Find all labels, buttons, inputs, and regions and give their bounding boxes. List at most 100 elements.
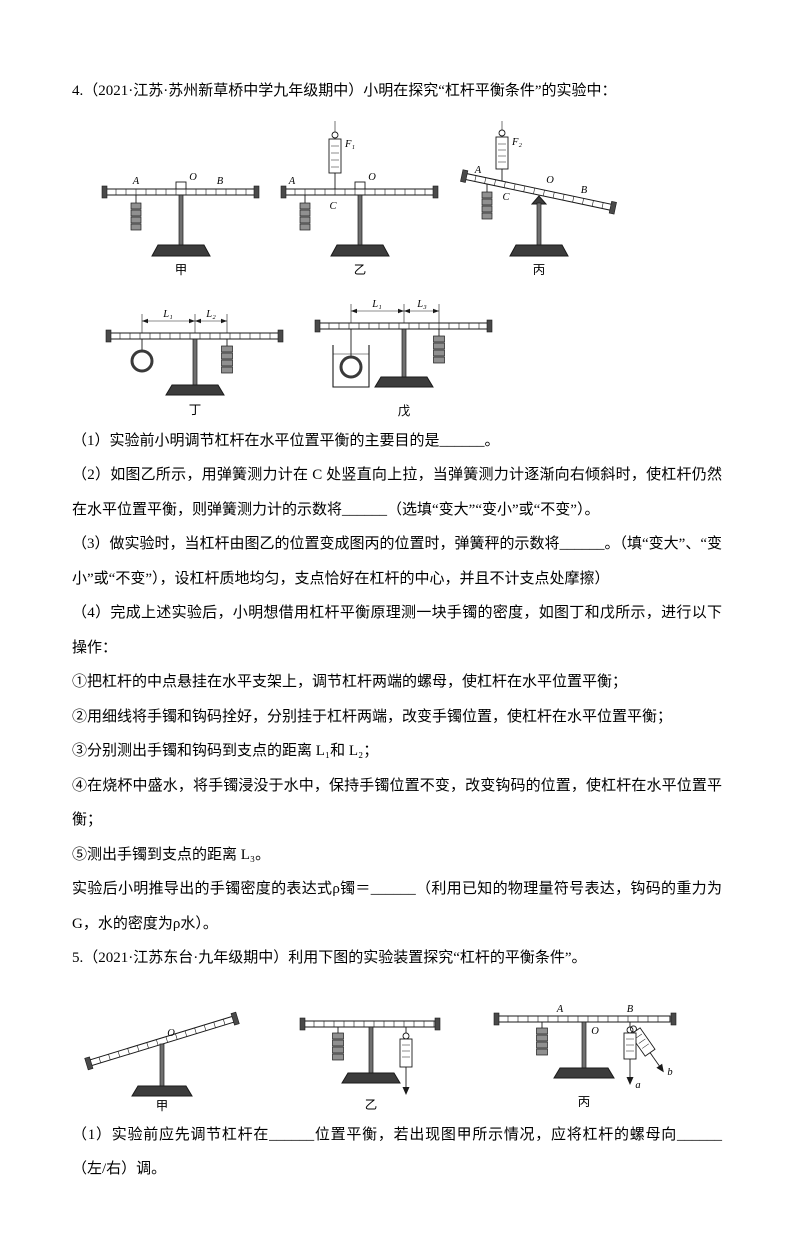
mark-F2: F₂: [511, 137, 522, 148]
mark-B: B: [627, 1004, 634, 1015]
spring-scale-vertical: [623, 1032, 637, 1059]
beaker: [332, 344, 370, 388]
stand-post: [357, 194, 363, 245]
spring-scale-ring: [331, 131, 339, 138]
bracelet: [130, 349, 154, 372]
mark-L1: L₁: [371, 299, 382, 310]
q4-step-2: ②用细线将手镯和钩码拴好，分别挂于杠杆两端，改变手镯位置，使杠杆在水平位置平衡；: [72, 708, 673, 725]
stand-post: [368, 1026, 374, 1073]
lever-beam: [109, 332, 281, 339]
beam-nut-right: [253, 185, 260, 198]
stand-post: [401, 328, 407, 377]
lever-beam: [497, 1015, 671, 1022]
hooked-weights: [433, 335, 445, 363]
mark-B: B: [217, 176, 224, 187]
spring-scale-ring: [402, 1032, 410, 1039]
figure-q4-jia: A O B 甲: [101, 172, 260, 277]
q4-figure-row-1: A O B 甲 F₁ A O C: [98, 119, 722, 279]
stand-base: [131, 1085, 193, 1096]
mark-a: a: [635, 1080, 640, 1091]
spring-scale: [399, 1038, 413, 1067]
figure-caption-yi: 乙: [365, 1098, 378, 1112]
q5-stem: 5.（2021·江苏东台·九年级期中）利用下图的实验装置探究“杠杆的平衡条件”。: [72, 950, 587, 966]
pull-arrow-down: [402, 1086, 410, 1095]
q4-step-1: ①把杠杆的中点悬挂在水平支架上，调节杠杆两端的螺母，使杠杆在水平位置平衡；: [72, 674, 628, 690]
mark-A: A: [288, 176, 296, 187]
stand-base: [341, 1072, 401, 1083]
figure-q5-bing: A B O: [493, 1004, 677, 1109]
q4-part-3: （3）做实验时，当杠杆由图乙的位置变成图丙的位置时，弹簧秤的示数将______。…: [72, 536, 722, 587]
mark-C: C: [329, 201, 337, 212]
stand-base: [509, 244, 569, 256]
pull-arrow-a: [626, 1076, 634, 1085]
hooked-weights: [536, 1027, 548, 1055]
q4-step-3: ③分别测出手镯和钩码到支点的距离 L₁和 L₂；: [72, 743, 379, 759]
mark-L1: L₁: [162, 309, 173, 320]
stand-base: [553, 1067, 615, 1078]
spring-scale-ring: [498, 129, 506, 136]
mark-A: A: [474, 165, 482, 176]
stand-base: [374, 376, 434, 387]
spring-scale: [495, 136, 509, 169]
figure-q5-jia: O 甲: [84, 1011, 240, 1113]
mark-O: O: [368, 172, 376, 183]
stand-post: [178, 194, 184, 245]
q4-conclusion: 实验后小明推导出的手镯密度的表达式ρ镯＝______（利用已知的物理量符号表达，…: [72, 881, 722, 932]
mark-O: O: [189, 172, 197, 183]
mark-L2: L₂: [205, 309, 216, 320]
stand-base: [151, 244, 211, 256]
stand-base: [165, 384, 225, 395]
bracelet-submerged: [339, 355, 363, 378]
q4-figure-row-2: L₁ L₂ 丁 L₁ L₃: [102, 295, 722, 420]
figure-q4-wu: L₁ L₃ 戊: [314, 299, 493, 418]
pivot-bracket: [175, 181, 187, 189]
q5-figure-row: O 甲 乙 A B: [72, 986, 722, 1114]
lever-beam: [318, 322, 490, 329]
q4-step-4: ④在烧杯中盛水，将手镯浸没于水中，保持手镯位置不变，改变钩码的位置，使杠杆在水平…: [72, 777, 722, 829]
q4-part-1: （1）实验前小明调节杠杆在水平位置平衡的主要目的是______。: [72, 432, 500, 449]
hooked-weights: [481, 191, 493, 219]
mark-B: B: [581, 185, 588, 196]
stand-post: [159, 1043, 165, 1086]
q4-part-2: （2）如图乙所示，用弹簧测力计在 C 处竖直向上拉，当弹簧测力计逐渐向右倾斜时，…: [72, 467, 722, 518]
mark-C: C: [502, 192, 510, 203]
spring-scale: [328, 138, 342, 173]
figure-caption-jia: 甲: [156, 1099, 169, 1113]
stand-post: [581, 1021, 587, 1068]
figure-caption-bing: 丙: [578, 1095, 591, 1109]
mark-A: A: [556, 1004, 564, 1015]
hooked-weights: [299, 202, 311, 230]
figure-caption-jia: 甲: [175, 263, 188, 277]
lever-beam: [284, 188, 436, 195]
spring-scale-ring: [626, 1026, 634, 1033]
hooked-weights: [221, 345, 233, 373]
stand-post: [192, 338, 198, 385]
figure-caption-ding: 丁: [189, 403, 202, 417]
tilted-lever-beam: [460, 168, 617, 214]
figure-q4-bing: F₂ A C O B 丙: [460, 120, 617, 277]
figure-caption-bing: 丙: [533, 263, 546, 277]
pivot-bracket: [354, 181, 366, 189]
mark-b: b: [667, 1067, 672, 1078]
figure-q5-yi: 乙: [299, 1017, 441, 1112]
beam-nut-left: [101, 185, 108, 198]
mark-O: O: [546, 175, 554, 186]
stand-base: [330, 244, 390, 256]
mark-O: O: [591, 1026, 599, 1037]
q5-part-1: （1）实验前应先调节杠杆在______位置平衡，若出现图甲所示情况，应将杠杆的螺…: [72, 1126, 722, 1178]
mark-F1: F₁: [344, 139, 355, 150]
hooked-weights: [332, 1032, 344, 1060]
figure-caption-yi: 乙: [354, 263, 367, 277]
q4-step-5: ⑤测出手镯到支点的距离 L₃。: [72, 846, 271, 863]
q4-stem: 4.（2021·江苏·苏州新草桥中学九年级期中）小明在探究“杠杆平衡条件”的实验…: [72, 83, 617, 99]
hooked-weights: [130, 202, 142, 230]
lever-beam: [105, 188, 257, 195]
figure-q4-yi: F₁ A O C 乙: [280, 120, 439, 277]
mark-L3: L₃: [416, 299, 427, 310]
mark-O: O: [167, 1028, 175, 1039]
mark-A: A: [132, 176, 140, 187]
q4-part-4: （4）完成上述实验后，小明想借用杠杆平衡原理测一块手镯的密度，如图丁和戊所示，进…: [72, 605, 722, 656]
figure-q4-ding: L₁ L₂ 丁: [105, 309, 284, 417]
figure-caption-wu: 戊: [398, 404, 411, 418]
